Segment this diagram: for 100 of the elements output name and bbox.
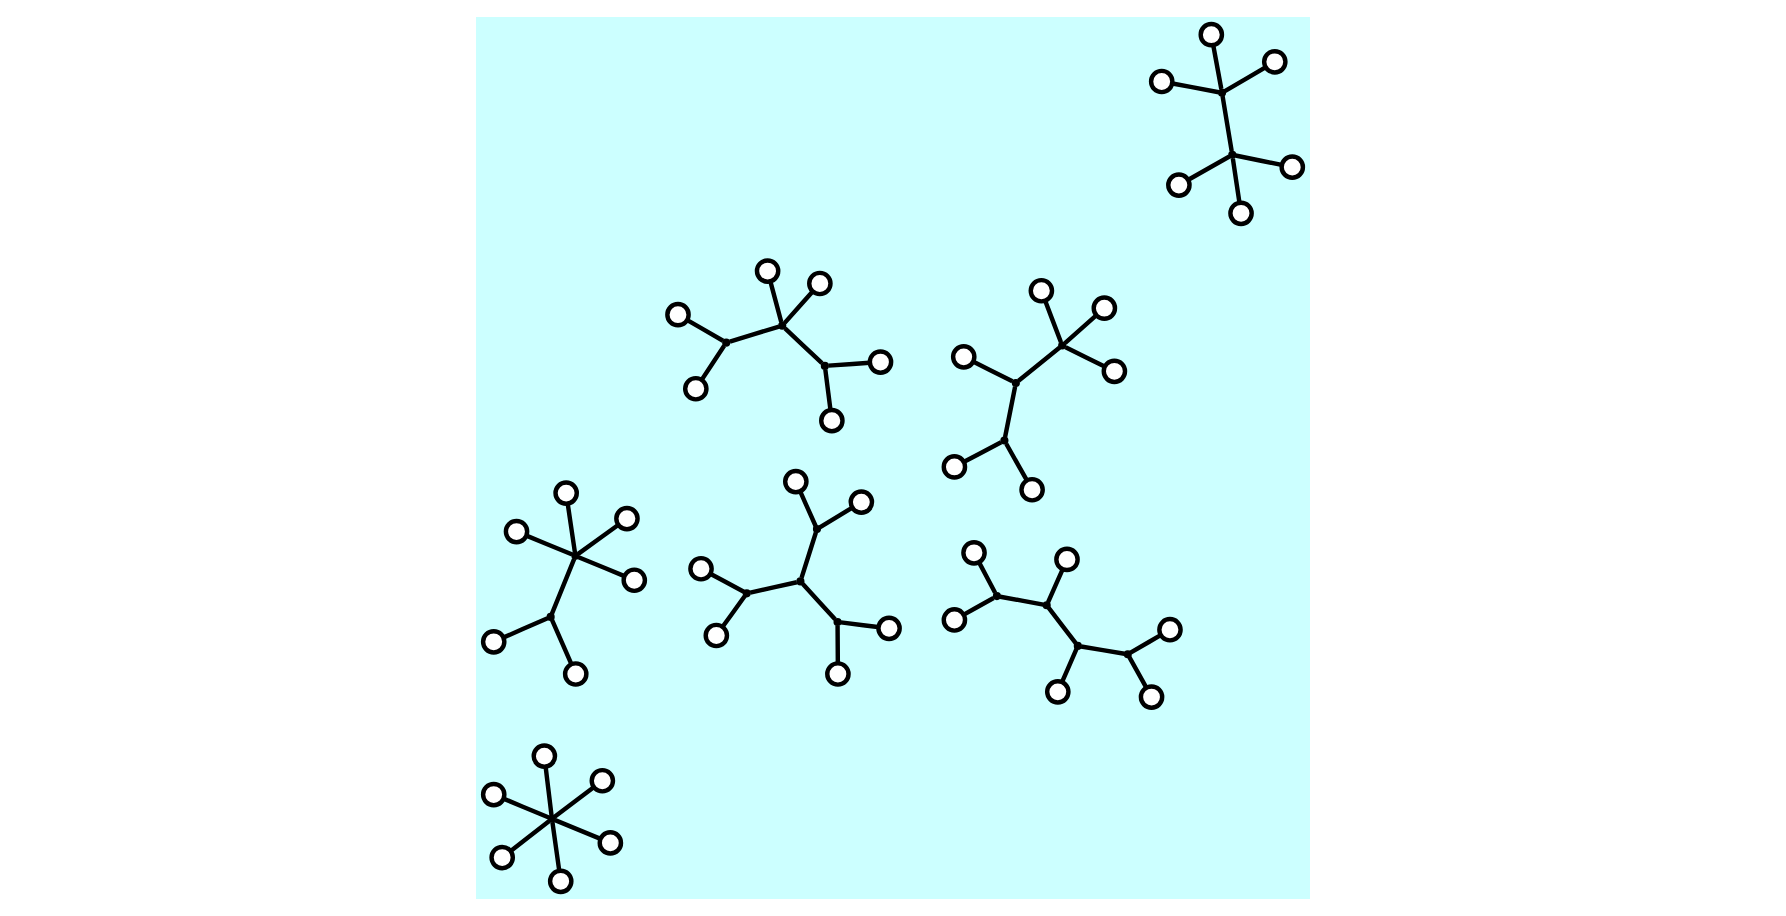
node-point (1011, 378, 1020, 388)
connector (526, 533, 574, 557)
node-point (778, 321, 787, 330)
connector (1235, 153, 1283, 168)
node-point (1073, 641, 1082, 650)
node-circle (503, 518, 530, 545)
node-point (722, 338, 731, 347)
connector (1230, 158, 1242, 203)
node-point (1123, 650, 1132, 659)
connector (801, 582, 837, 621)
connector (1129, 633, 1162, 655)
connector (972, 359, 1014, 384)
node-point (1058, 341, 1067, 350)
node-circle (1228, 200, 1254, 227)
node-point (992, 592, 1001, 601)
connector (963, 440, 1003, 464)
connector (1211, 45, 1224, 90)
node-point (833, 617, 842, 627)
node-circle (867, 349, 894, 375)
node-circle (1148, 68, 1175, 95)
connector (1064, 345, 1106, 369)
node-circle (597, 830, 624, 856)
connector (1060, 648, 1079, 683)
node-circle (682, 375, 709, 402)
connector (1004, 442, 1029, 481)
node-circle (848, 489, 875, 515)
node-circle (1198, 21, 1225, 48)
node-point (571, 551, 580, 560)
connector (749, 580, 798, 595)
connector (709, 572, 745, 594)
node-circle (1261, 48, 1288, 75)
connector (1220, 95, 1234, 152)
node-circle (941, 454, 968, 480)
node-circle (819, 407, 845, 434)
node-circle (621, 567, 648, 594)
node-circle (589, 767, 616, 794)
connector (1223, 65, 1267, 94)
node-circle (941, 607, 968, 633)
connector (1046, 606, 1078, 645)
node-point (812, 524, 822, 534)
node-circle (562, 661, 589, 687)
node-circle (614, 505, 640, 532)
node-circle (1101, 358, 1128, 385)
connector (1063, 313, 1098, 345)
node-point (1217, 88, 1227, 97)
connector (721, 594, 747, 628)
connector (565, 503, 578, 553)
node-point (796, 577, 805, 586)
node-circle (1028, 277, 1055, 304)
node-point (742, 589, 751, 598)
node-circle (1044, 679, 1071, 705)
node-point (820, 361, 829, 370)
node-circle (480, 781, 507, 808)
connector (1017, 345, 1062, 383)
connector (553, 785, 595, 819)
node-circle (961, 539, 987, 566)
connector (1187, 154, 1231, 182)
connector (576, 523, 620, 556)
node-point (1000, 436, 1009, 445)
node-circle (553, 480, 579, 506)
node-point (546, 612, 555, 621)
node-circle (1091, 295, 1118, 322)
node-point (1042, 601, 1051, 610)
connector (1080, 644, 1125, 656)
connector (1046, 568, 1065, 604)
node-circle (782, 468, 809, 495)
node-circle (547, 868, 574, 895)
node-circle (950, 344, 977, 370)
connector (999, 594, 1044, 607)
connector (799, 531, 818, 579)
node-circle (807, 270, 833, 297)
connector (835, 625, 841, 663)
connector (550, 821, 562, 871)
connector (686, 318, 725, 343)
node-circle (531, 743, 558, 769)
connector (963, 596, 995, 617)
connector (1172, 81, 1220, 95)
connector (840, 620, 878, 630)
node-circle (489, 844, 516, 871)
connector (1043, 300, 1064, 344)
node-circle (1157, 616, 1183, 643)
connector (503, 796, 550, 820)
node-circle (1279, 154, 1306, 180)
connector (549, 558, 577, 615)
node-circle (480, 628, 507, 655)
node-circle (703, 622, 730, 649)
connector (1127, 656, 1149, 689)
node-circle (1054, 546, 1080, 573)
connector (977, 561, 998, 594)
connector (783, 326, 824, 365)
connector (509, 819, 551, 853)
node-point (1228, 150, 1237, 159)
node-circle (665, 301, 691, 328)
connector (699, 344, 726, 382)
node-circle (688, 555, 714, 582)
connector (549, 619, 574, 665)
node-circle (1166, 172, 1192, 198)
connector (823, 369, 833, 410)
node-circle (1138, 684, 1165, 710)
connector (577, 555, 625, 578)
